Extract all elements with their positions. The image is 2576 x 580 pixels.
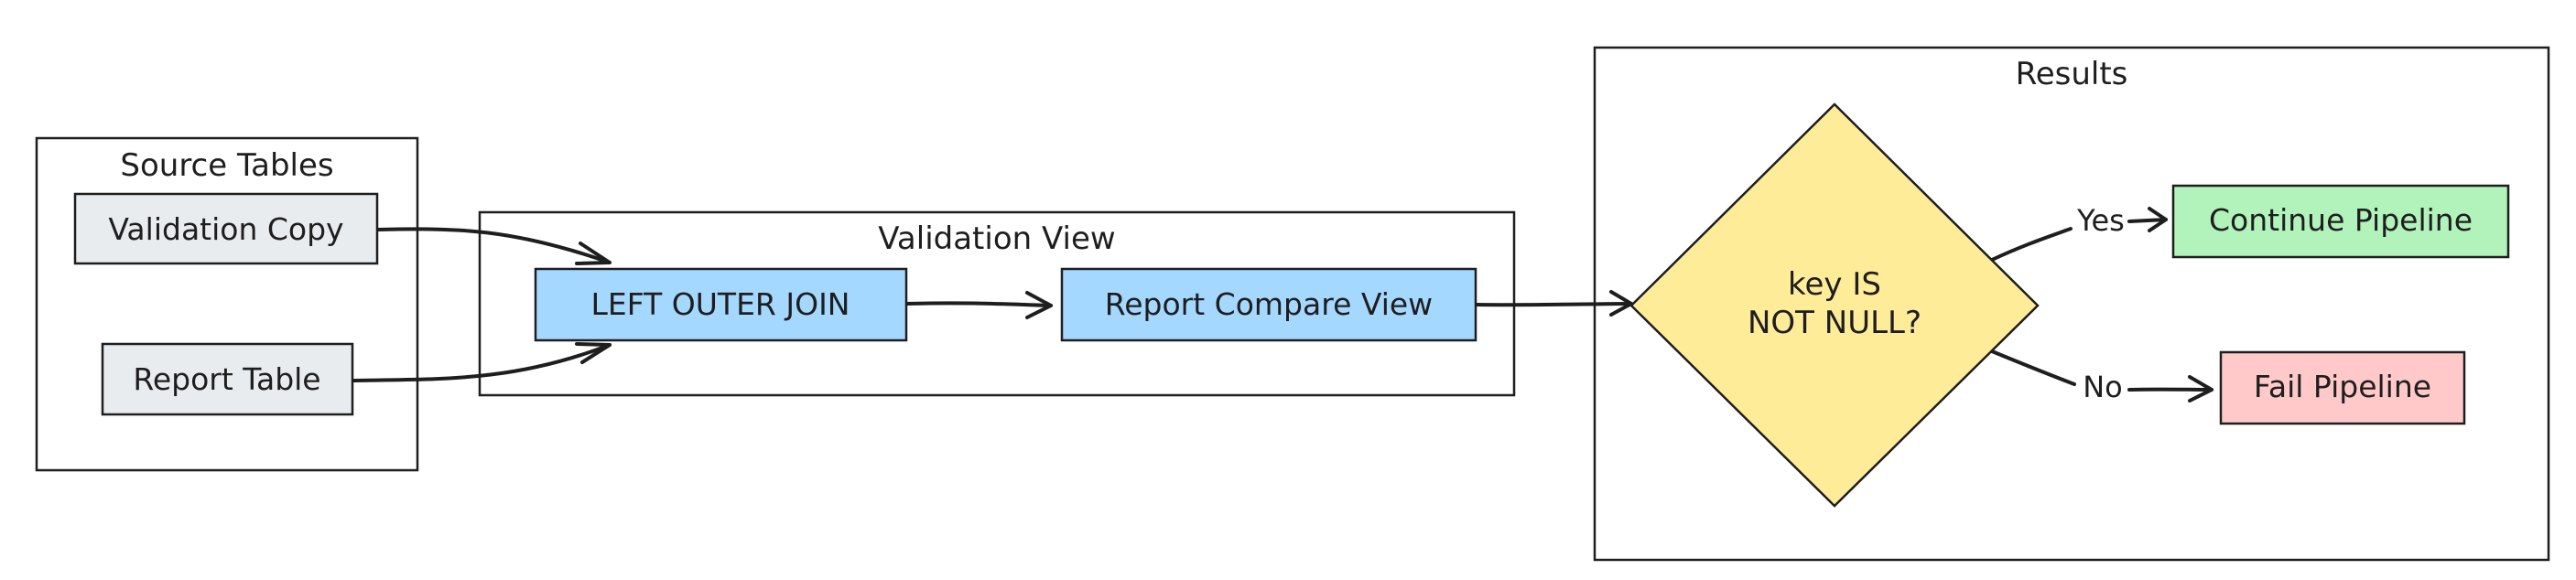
decision-label-line2: NOT NULL? <box>1748 305 1921 341</box>
results-title: Results <box>2016 56 2128 92</box>
left-outer-join-label: LEFT OUTER JOIN <box>591 286 850 322</box>
left-outer-join-node[interactable]: LEFT OUTER JOIN <box>534 267 908 342</box>
validation-copy-label: Validation Copy <box>108 211 343 247</box>
continue-pipeline-label: Continue Pipeline <box>2209 202 2473 238</box>
decision-diamond <box>1629 102 2040 508</box>
left-outer-join-box <box>534 267 908 342</box>
arrowhead-join-bottom <box>575 342 612 364</box>
arrowhead-decision <box>1609 290 1633 317</box>
arrowhead-continue <box>2148 207 2168 232</box>
report-compare-view-node[interactable]: Report Compare View <box>1060 267 1477 342</box>
validation-copy-box <box>73 192 379 265</box>
source-tables-frame <box>35 136 419 472</box>
edge-validation-copy-to-join <box>375 227 612 264</box>
validation-view-title: Validation View <box>878 220 1115 257</box>
decision-label-line1: key IS <box>1788 266 1881 303</box>
edge-yes-to-continue <box>2127 218 2168 223</box>
decision-node[interactable]: key IS NOT NULL? <box>1629 102 2040 508</box>
validation-copy-node[interactable]: Validation Copy <box>73 192 379 265</box>
edge-report-table-to-join <box>351 343 612 382</box>
edge-join-to-compare <box>904 301 1053 307</box>
edge-no-segment <box>1990 349 2076 386</box>
edge-compare-to-decision <box>1474 302 1633 307</box>
no-edge-label: No <box>2083 370 2123 404</box>
arrowhead-join-top <box>575 242 612 265</box>
source-tables-title: Source Tables <box>120 147 333 184</box>
arrowhead-fail <box>2188 375 2213 403</box>
yes-edge-label: Yes <box>2076 203 2125 238</box>
fail-pipeline-node[interactable]: Fail Pipeline <box>2219 350 2466 425</box>
report-table-label: Report Table <box>133 361 320 397</box>
edge-yes-segment <box>1990 227 2073 262</box>
edges <box>351 207 2213 403</box>
report-compare-view-label: Report Compare View <box>1105 286 1433 322</box>
report-table-node[interactable]: Report Table <box>101 342 354 416</box>
continue-pipeline-box <box>2171 184 2510 259</box>
fail-pipeline-label: Fail Pipeline <box>2254 369 2431 404</box>
report-compare-view-box <box>1060 267 1477 342</box>
source-tables-group: Source Tables <box>35 136 419 472</box>
fail-pipeline-box <box>2219 350 2466 425</box>
arrowhead-compare <box>1025 291 1053 319</box>
continue-pipeline-node[interactable]: Continue Pipeline <box>2171 184 2510 259</box>
report-table-box <box>101 342 354 416</box>
